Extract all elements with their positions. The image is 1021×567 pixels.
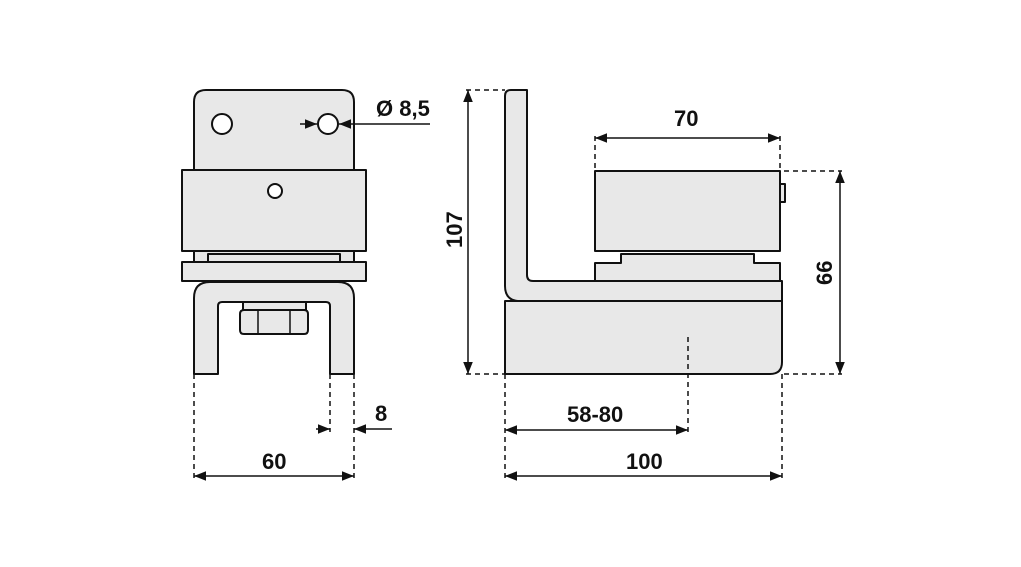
bearing-spacer-side (594, 253, 781, 282)
mounting-hole-left (211, 113, 233, 135)
base-body (504, 300, 783, 375)
front-view: Ø 8,5 8 60 (181, 89, 430, 481)
bearing-spacer (207, 253, 341, 263)
dim-107-label: 107 (442, 211, 467, 248)
l-bracket (504, 89, 783, 302)
side-view: 107 70 66 58-80 100 (442, 89, 845, 481)
dim-66-label: 66 (812, 261, 837, 285)
hex-nut (239, 309, 309, 335)
grease-nipple (779, 183, 786, 203)
dim-60-label: 60 (262, 449, 286, 474)
dim-100-label: 100 (626, 449, 663, 474)
dim-58-80-label: 58-80 (567, 402, 623, 427)
roller-block (181, 169, 367, 252)
grease-hole (267, 183, 283, 199)
base-plate (181, 261, 367, 282)
mounting-plate (193, 89, 355, 173)
dim-hole-diameter-label: Ø 8,5 (376, 96, 430, 121)
washer (242, 301, 307, 311)
mounting-hole-right (317, 113, 339, 135)
dim-70-label: 70 (674, 106, 698, 131)
roller-block-side (594, 170, 781, 252)
dim-8-label: 8 (375, 401, 387, 426)
